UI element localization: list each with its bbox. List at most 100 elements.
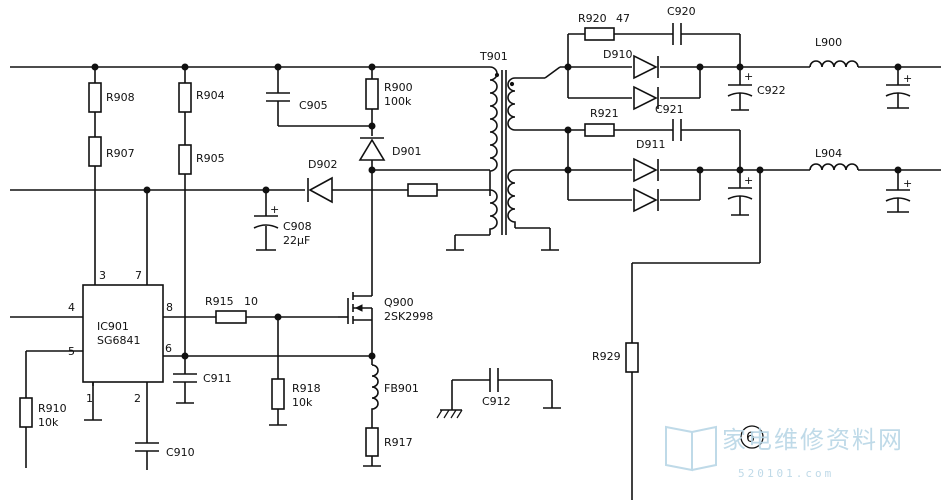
- figure-number: 6: [740, 425, 764, 449]
- pin-1: 1: [86, 392, 93, 405]
- wires: [10, 33, 941, 500]
- capacitor-c905: [266, 92, 290, 102]
- pin-4: 4: [68, 301, 75, 314]
- diode-d902: [307, 176, 333, 204]
- capacitor-output-2: +: [885, 177, 912, 202]
- label-c920: C920: [667, 5, 696, 18]
- resistor-r910: [19, 397, 33, 428]
- capacitor-c911: [173, 373, 197, 383]
- label-d911: D911: [636, 138, 665, 151]
- label-c922: C922: [757, 84, 786, 97]
- label-r904: R904: [196, 89, 225, 102]
- label-t901: T901: [479, 50, 508, 63]
- pin-6: 6: [165, 342, 172, 355]
- inductor-l900: [809, 60, 859, 68]
- resistor-r921: [584, 123, 615, 137]
- inductors: [371, 60, 859, 410]
- label-r915: R915: [205, 295, 234, 308]
- label-ic-ref: IC901: [97, 320, 129, 333]
- mosfet-q900: [338, 286, 373, 330]
- capacitors: + +: [135, 23, 912, 452]
- label-c921: C921: [655, 103, 684, 116]
- resistor-aux: [407, 183, 438, 197]
- label-ic-part: SG6841: [97, 334, 141, 347]
- transformer-t901: [489, 66, 516, 235]
- capacitor-c908: +: [253, 203, 279, 229]
- diode-d911: [633, 157, 659, 213]
- ground-symbols: [436, 409, 463, 419]
- resistor-r918: [271, 378, 285, 410]
- label-r907: R907: [106, 147, 135, 160]
- book-logo-icon: [665, 425, 717, 472]
- svg-text:+: +: [270, 203, 279, 216]
- label-c912: C912: [482, 395, 511, 408]
- label-r929: R929: [592, 350, 621, 363]
- figure-mark: 6: [746, 430, 755, 446]
- label-r910: R910: [38, 402, 67, 415]
- label-l904: L904: [815, 147, 842, 160]
- resistor-r905: [178, 144, 192, 175]
- label-r918: R918: [292, 382, 321, 395]
- label-d910: D910: [603, 48, 632, 61]
- label-r920-value: 47: [616, 12, 630, 25]
- inductor-l904: [809, 163, 859, 171]
- label-c911: C911: [203, 372, 232, 385]
- capacitor-output-1: +: [885, 72, 912, 97]
- label-r905: R905: [196, 152, 225, 165]
- resistor-r920: [584, 27, 615, 41]
- resistors: [19, 27, 639, 457]
- svg-text:+: +: [903, 177, 912, 190]
- capacitor-c922: +: [727, 70, 753, 111]
- capacitor-c920: [672, 23, 682, 45]
- svg-text:+: +: [903, 72, 912, 85]
- label-r921: R921: [590, 107, 619, 120]
- label-r915-value: 10: [244, 295, 258, 308]
- capacitor-c910: [135, 442, 159, 452]
- pin-5: 5: [68, 345, 75, 358]
- resistor-r929: [625, 342, 639, 373]
- resistor-r907: [88, 136, 102, 167]
- label-c910: C910: [166, 446, 195, 459]
- capacitor-secondary-2: +: [727, 174, 753, 216]
- watermark-url: 520101.com: [738, 467, 834, 480]
- resistor-r900: [365, 78, 379, 110]
- label-fb901: FB901: [384, 382, 419, 395]
- label-r908: R908: [106, 91, 135, 104]
- watermark-brand: 家电维修资料网: [722, 426, 904, 454]
- capacitor-c912: [489, 368, 499, 392]
- label-r917: R917: [384, 436, 413, 449]
- pin-2: 2: [134, 392, 141, 405]
- resistor-r904: [178, 82, 192, 113]
- pin-8: 8: [166, 301, 173, 314]
- svg-text:+: +: [744, 174, 753, 187]
- resistor-r917: [365, 427, 379, 457]
- ferrite-bead-fb901: [371, 364, 379, 410]
- label-q900-part: 2SK2998: [384, 310, 433, 323]
- label-d902: D902: [308, 158, 337, 171]
- resistor-r908: [88, 82, 102, 113]
- label-c908: C908: [283, 220, 312, 233]
- label-d901: D901: [392, 145, 421, 158]
- label-c905: C905: [299, 99, 328, 112]
- component-labels: R908 R907 R904 R905 C905 R900 100k D901 …: [38, 5, 842, 459]
- watermark: 家电维修资料网 520101.com: [665, 425, 904, 480]
- diodes: [307, 54, 659, 213]
- label-r900-value: 100k: [384, 95, 412, 108]
- diode-d910: [633, 54, 659, 111]
- label-l900: L900: [815, 36, 842, 49]
- svg-text:+: +: [744, 70, 753, 83]
- label-r910-value: 10k: [38, 416, 59, 429]
- ic-sg6841: [82, 284, 164, 386]
- capacitor-c921: [672, 119, 682, 141]
- label-r920: R920: [578, 12, 607, 25]
- resistor-r915: [215, 310, 247, 324]
- label-r918-value: 10k: [292, 396, 313, 409]
- pin-3: 3: [99, 269, 106, 282]
- label-q900: Q900: [384, 296, 414, 309]
- label-c908-value: 22μF: [283, 234, 310, 247]
- label-r900: R900: [384, 81, 413, 94]
- junction-dots: [91, 63, 902, 360]
- pin-7: 7: [135, 269, 142, 282]
- diode-d901: [358, 137, 386, 161]
